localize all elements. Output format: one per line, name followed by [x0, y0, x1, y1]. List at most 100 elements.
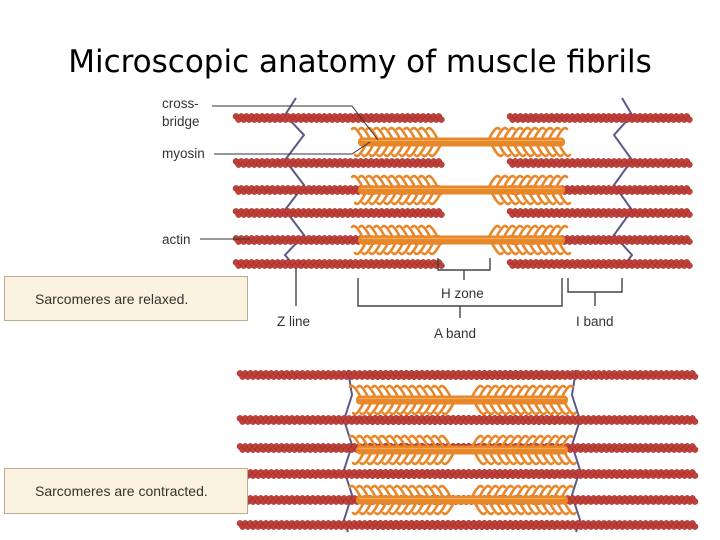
cross-bridge-label-line1: cross-: [162, 96, 199, 111]
caption-relaxed: Sarcomeres are relaxed.: [4, 276, 248, 321]
myosin-head: [376, 192, 389, 206]
myosin-head: [496, 452, 510, 466]
myosin-head: [486, 434, 499, 448]
z-line: [342, 369, 354, 533]
actin-bead: [438, 116, 445, 123]
myosin-head: [419, 502, 432, 516]
actin-filament: [366, 415, 699, 425]
myosin-head: [491, 144, 504, 158]
actin-bead: [686, 238, 693, 245]
myosin-head: [419, 402, 432, 416]
myosin-head: [413, 192, 427, 206]
myosin-head: [538, 384, 552, 398]
myosin-head: [536, 192, 549, 206]
myosin-head: [348, 484, 362, 498]
actin-filament: [506, 208, 693, 218]
myosin-head: [495, 224, 509, 238]
actin-filament: [506, 158, 693, 168]
myosin-head: [359, 402, 372, 416]
myosin-head: [506, 144, 519, 158]
myosin-head: [498, 192, 512, 206]
myosin-head: [408, 484, 422, 498]
myosin-head: [489, 452, 502, 466]
myosin-head: [396, 402, 410, 416]
actin-filament: [366, 520, 699, 530]
myosin-head: [353, 144, 367, 158]
actin-filament: [232, 158, 445, 168]
myosin-head: [359, 452, 372, 466]
myosin-head: [398, 242, 412, 256]
myosin-head: [356, 384, 369, 398]
actin-bead: [686, 188, 693, 195]
myosin-head: [510, 174, 524, 188]
myosin-head: [383, 192, 397, 206]
myosin-head: [474, 452, 487, 466]
actin-filament: [506, 259, 693, 269]
myosin-head: [504, 502, 517, 516]
myosin-head: [381, 402, 395, 416]
cross-bridge-leader: [212, 105, 379, 141]
myosin-head: [383, 242, 397, 256]
myosin-head: [389, 502, 402, 516]
actin-bead: [686, 116, 693, 123]
myosin-shaft: [358, 185, 565, 195]
myosin-head: [421, 192, 434, 206]
myosin-head: [348, 434, 362, 448]
caption-contracted: Sarcomeres are contracted.: [4, 468, 248, 514]
myosin-head: [356, 484, 369, 498]
myosin-head: [503, 174, 516, 188]
myosin-head: [381, 452, 395, 466]
myosin-head: [519, 452, 532, 466]
myosin-head: [526, 452, 540, 466]
myosin-head: [540, 126, 554, 140]
myosin-head: [561, 434, 574, 448]
myosin-head: [386, 384, 399, 398]
myosin-head: [368, 242, 382, 256]
myosin-head: [350, 174, 364, 188]
myosin-head: [383, 144, 397, 158]
myosin-head: [438, 384, 452, 398]
actin-bead: [691, 472, 699, 479]
myosin-head: [408, 384, 422, 398]
myosin-head: [513, 144, 527, 158]
myosin-head: [548, 126, 561, 140]
myosin-head: [501, 384, 514, 398]
myosin-head: [508, 384, 522, 398]
myosin-head: [431, 434, 444, 448]
myosin-head: [508, 434, 522, 448]
myosin-head: [428, 192, 442, 206]
myosin-head: [365, 174, 379, 188]
myosin-head: [348, 384, 362, 398]
myosin-head: [551, 144, 564, 158]
myosin-head: [534, 502, 547, 516]
myosin-head: [541, 452, 555, 466]
actin-filament: [506, 113, 693, 123]
actin-bead: [691, 446, 699, 453]
myosin-head: [406, 242, 419, 256]
myosin-head: [503, 224, 516, 238]
myosin-head: [438, 434, 452, 448]
myosin-head: [376, 144, 389, 158]
myosin-head: [549, 502, 562, 516]
actin-bead: [686, 161, 693, 168]
myosin-head: [376, 242, 389, 256]
myosin-head: [351, 402, 365, 416]
myosin-head: [434, 502, 447, 516]
myosin-head: [396, 452, 410, 466]
myosin-head: [418, 224, 431, 238]
myosin-head: [495, 174, 509, 188]
myosin-head: [401, 384, 414, 398]
myosin-head: [389, 402, 402, 416]
myosin-head: [533, 174, 546, 188]
myosin-head: [510, 126, 524, 140]
myosin-head: [531, 384, 544, 398]
myosin-shaft: [356, 395, 568, 405]
myosin-head: [543, 144, 557, 158]
myosin-head: [358, 174, 371, 188]
myosin-head: [416, 384, 429, 398]
myosin-head: [506, 242, 519, 256]
myosin-head: [555, 224, 569, 238]
myosin-head: [398, 144, 412, 158]
myosin-head: [546, 484, 559, 498]
myosin-head: [426, 502, 440, 516]
